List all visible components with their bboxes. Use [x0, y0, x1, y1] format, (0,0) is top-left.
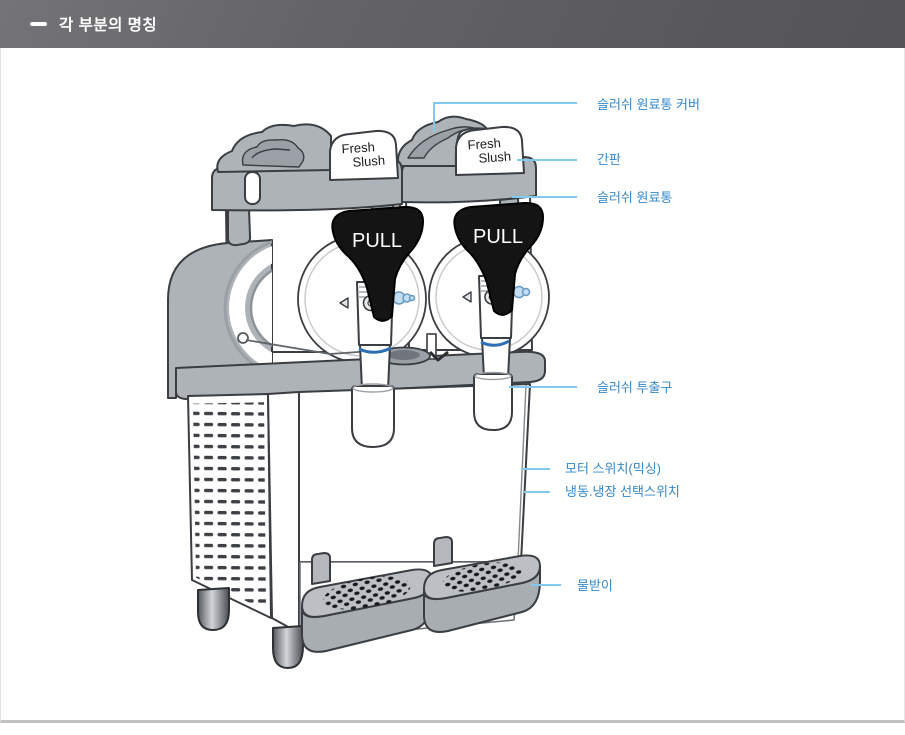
left-bowl-cover — [216, 123, 332, 173]
right-drip-tray — [423, 536, 541, 633]
label-drip-tray: 물받이 — [577, 578, 613, 593]
machine-feet — [197, 587, 304, 669]
right-sign: Fresh Slush — [455, 125, 525, 176]
right-sign-text-line1: Fresh — [467, 135, 501, 152]
leader-lines — [433, 102, 577, 586]
right-pull-text: PULL — [473, 226, 523, 248]
label-bowl: 슬러쉬 원료통 — [597, 190, 673, 205]
switch-edge-line — [517, 384, 527, 562]
left-blue-ring — [358, 346, 392, 354]
dash-icon — [30, 22, 47, 26]
right-sign-text-line2: Slush — [478, 149, 511, 166]
section-header: 각 부분의 명칭 — [0, 0, 905, 48]
corner-post — [267, 391, 300, 634]
left-pull-handle[interactable]: PULL — [331, 205, 424, 322]
right-outlet-nozzle — [473, 373, 513, 431]
right-mixing-knob — [512, 285, 531, 299]
right-bowl-cover — [396, 115, 488, 167]
left-sign: Fresh Slush — [329, 129, 399, 181]
leader-cover — [433, 102, 577, 132]
pivot-bolt — [237, 332, 249, 344]
left-sign-text-line1: Fresh — [341, 139, 375, 156]
grille-louvers — [193, 402, 266, 611]
section-title: 각 부분의 명칭 — [59, 16, 158, 34]
label-outlet: 슬러쉬 투출구 — [597, 380, 673, 395]
label-motor-switch: 모터 스위치(믹싱) — [565, 461, 661, 476]
right-blue-ring — [480, 339, 510, 347]
left-sign-text-line2: Slush — [352, 153, 385, 170]
label-sign: 간판 — [597, 152, 621, 167]
left-pull-text: PULL — [352, 230, 402, 252]
machine-left-corner — [167, 239, 273, 399]
label-mode-switch: 냉동.냉장 선택스위치 — [565, 484, 680, 499]
left-outlet-nozzle — [351, 385, 395, 448]
right-pull-handle[interactable]: PULL — [453, 201, 544, 316]
label-bowl-cover: 슬러쉬 원료통 커버 — [597, 97, 700, 112]
